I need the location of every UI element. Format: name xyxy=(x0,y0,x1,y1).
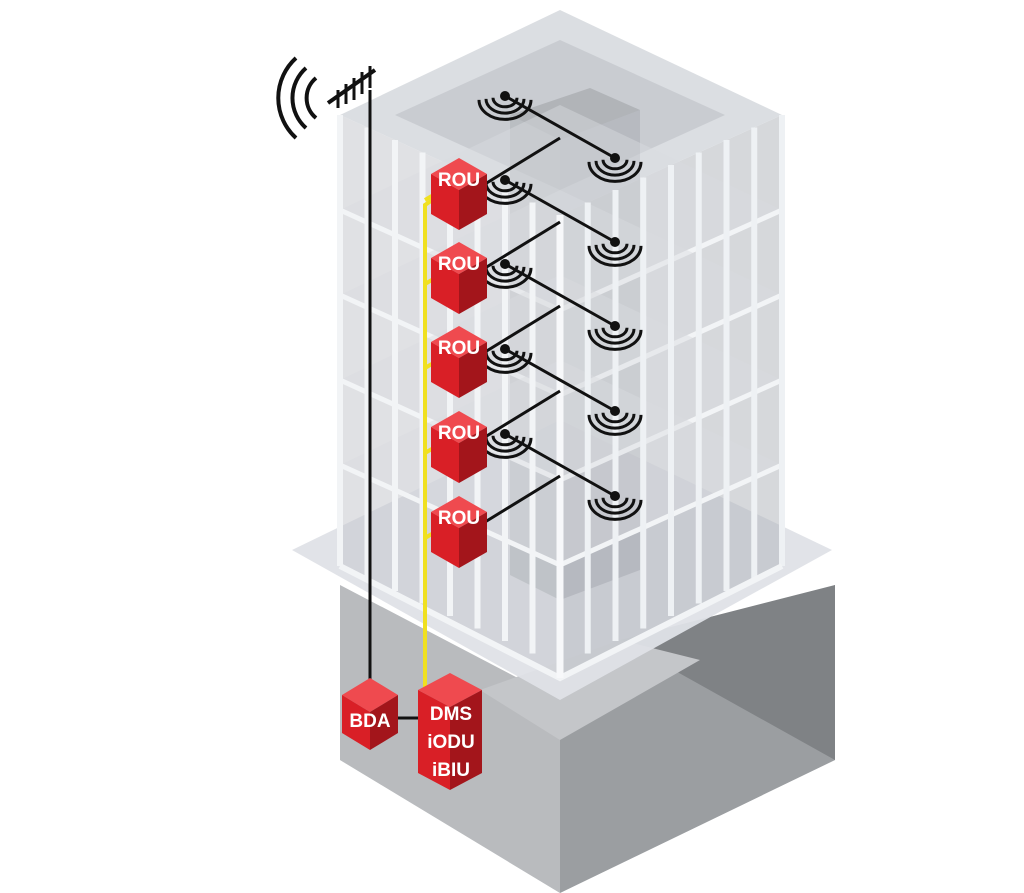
bda-label: BDA xyxy=(349,711,390,732)
rou-unit: ROU xyxy=(431,242,487,314)
wifi-antenna-icon xyxy=(587,153,643,183)
floor-cable xyxy=(504,262,616,328)
rou-label: ROU xyxy=(438,170,480,191)
floor-cable xyxy=(484,136,561,186)
floor-cable xyxy=(484,474,561,524)
rou-units: ROU ROU ROU ROU ROU xyxy=(431,158,487,568)
bda-unit: BDA xyxy=(342,678,398,750)
rou-unit: ROU xyxy=(431,411,487,483)
rou-unit: ROU xyxy=(431,326,487,398)
antenna-icon xyxy=(276,56,377,140)
floor-cable xyxy=(484,220,561,270)
dms-label: DMS xyxy=(430,704,472,725)
iodu-label: iODU xyxy=(427,732,475,753)
floor-cable xyxy=(504,347,616,413)
rou-unit: ROU xyxy=(431,496,487,568)
floor-cable xyxy=(504,94,616,160)
floor-cable xyxy=(484,389,561,439)
wifi-antenna-icon xyxy=(587,237,643,267)
elevator-core-top xyxy=(510,88,640,140)
rou-label: ROU xyxy=(438,508,480,529)
tower xyxy=(337,10,785,682)
dms-unit: DMS iODU iBIU xyxy=(418,673,482,790)
rou-label: ROU xyxy=(438,423,480,444)
floor-cables xyxy=(484,94,616,524)
ibiu-label: iBIU xyxy=(432,760,470,781)
rou-unit: ROU xyxy=(431,158,487,230)
wifi-antenna-icon xyxy=(587,406,643,436)
basement-inner-floor xyxy=(480,640,700,740)
floor-cable xyxy=(504,178,616,244)
rou-label: ROU xyxy=(438,338,480,359)
rou-label: ROU xyxy=(438,254,480,275)
floor-cable xyxy=(504,432,616,498)
floor-cable xyxy=(484,304,561,354)
wifi-antenna-icon xyxy=(587,321,643,351)
wifi-antenna-icon xyxy=(477,91,533,121)
wifi-antenna-icon xyxy=(587,491,643,521)
